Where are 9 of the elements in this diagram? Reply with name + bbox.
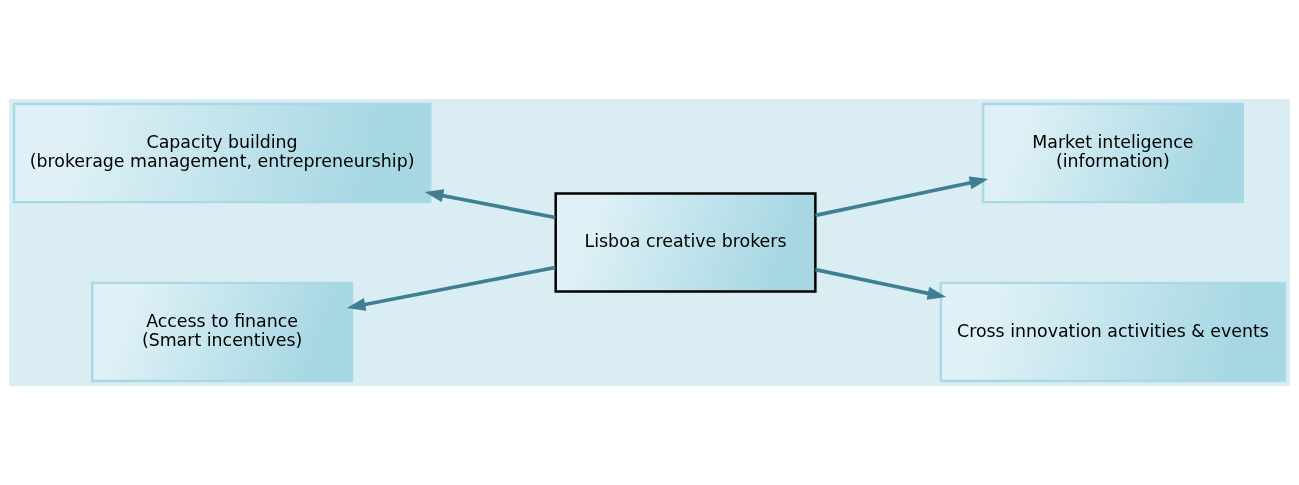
- arrow: [815, 176, 989, 218]
- node-box: Capacity building (brokerage management, entrepreneurship): [12, 102, 432, 204]
- arrow: [346, 265, 556, 311]
- arrow: [815, 267, 947, 300]
- node-box: Access to finance (Smart incentives): [91, 281, 354, 383]
- node-box: Cross innovation activities & events: [939, 281, 1287, 383]
- node-box: Market inteligence (information): [981, 102, 1244, 204]
- node-box: Lisboa creative brokers: [554, 192, 817, 293]
- arrow: [424, 189, 556, 220]
